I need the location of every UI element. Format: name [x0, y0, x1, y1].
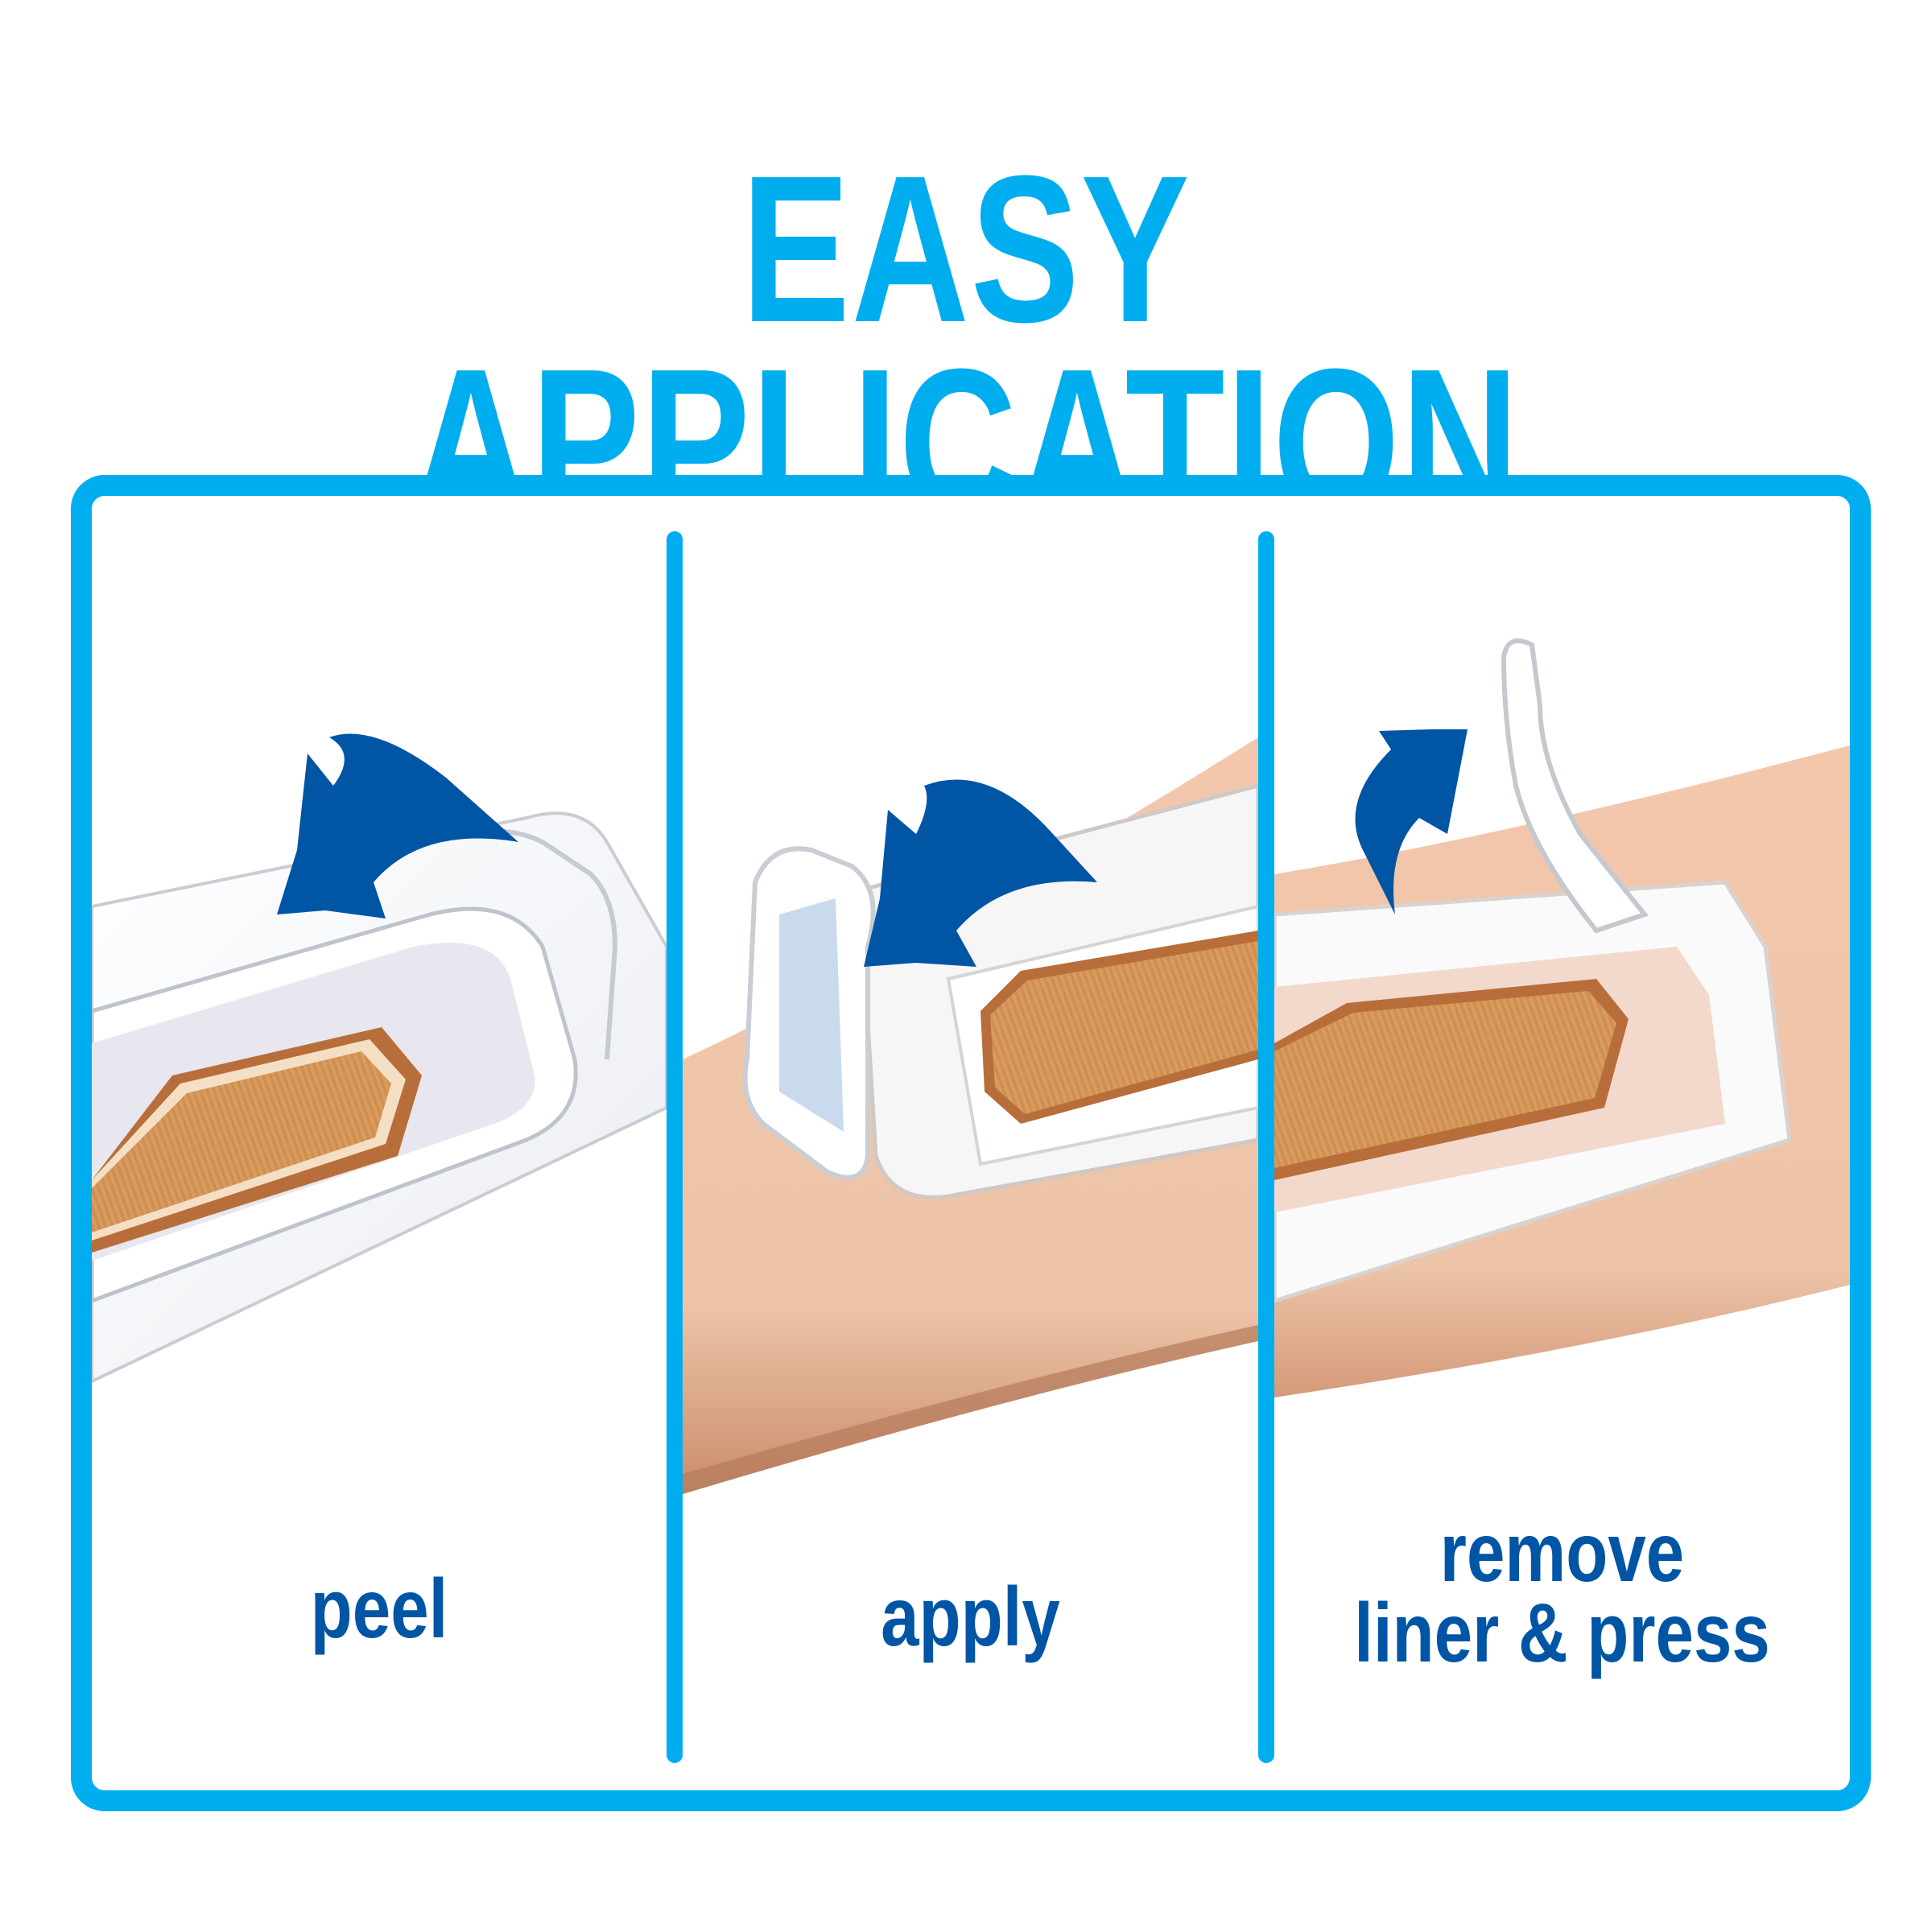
- curved-arrow-left-icon: [277, 733, 518, 919]
- curved-arrow-left-icon: [864, 779, 1097, 967]
- step-peel-panel: peel: [92, 496, 667, 1790]
- step-apply-panel: apply: [683, 496, 1258, 1790]
- bandage-apply-illustration: [683, 737, 1258, 1494]
- step-label-liner-press: liner & press: [1354, 1587, 1770, 1680]
- bandage-press-illustration: [1274, 638, 1850, 1397]
- step-label-apply: apply: [881, 1571, 1060, 1664]
- step-label-remove: remove: [1439, 1506, 1685, 1600]
- step-press-panel: remove liner & press: [1274, 496, 1850, 1790]
- divider-1: [667, 531, 683, 1763]
- bandage-peel-illustration: [92, 733, 667, 1384]
- step-label-peel: peel: [310, 1563, 448, 1656]
- curved-arrow-up-icon: [1355, 729, 1468, 914]
- divider-2: [1258, 531, 1274, 1763]
